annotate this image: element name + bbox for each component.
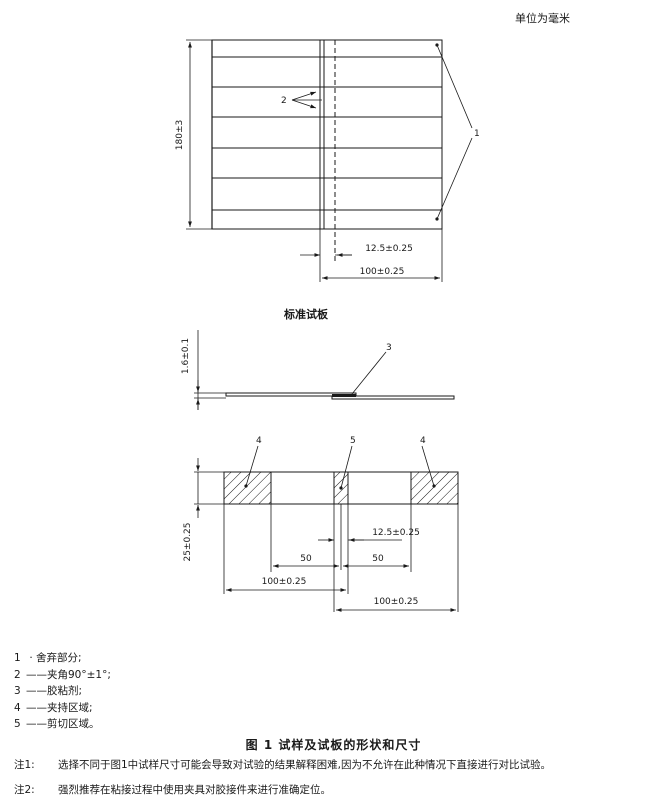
standard-panel-title: 标准试板 [283, 307, 329, 321]
notes: 注1: 选择不同于图1中试样尺寸可能会导致对试验的结果解释困难,因为不允许在此种… [14, 757, 654, 798]
legend-item: 2——夹角90°±1°; [14, 668, 111, 681]
dim-overlap-label: 12.5±0.25 [372, 528, 420, 538]
dim-50-right-label: 50 [372, 554, 384, 564]
callout-5: 5 [350, 436, 356, 446]
legend: 1 · 舍弃部分; 2——夹角90°±1°; 3——胶粘剂; 4——夹持区域; … [14, 650, 111, 733]
legend-item: 1 · 舍弃部分; [14, 652, 82, 664]
dim-width-label: 100±0.25 [360, 267, 405, 277]
grip-zone-right [410, 471, 459, 505]
callout-1: 1 [474, 129, 480, 139]
side-view [194, 330, 455, 410]
side-upper-plate [331, 395, 455, 400]
specimen-view [194, 445, 459, 612]
unit-note: 单位为毫米 [515, 12, 570, 25]
note-1: 注1: 选择不同于图1中试样尺寸可能会导致对试验的结果解释困难,因为不允许在此种… [14, 759, 552, 771]
callout-4-left: 4 [256, 436, 262, 446]
legend-item: 5——剪切区域。 [14, 718, 100, 730]
callout-3: 3 [386, 343, 392, 353]
specimen-cut-lines [212, 56, 442, 211]
panel-right-plate [319, 39, 443, 230]
dim-height-label: 180±3 [175, 120, 185, 150]
grip-zone-left [223, 471, 272, 505]
callout-2: 2 [281, 96, 287, 106]
dim-small-label: 12.5±0.25 [365, 244, 413, 254]
dim-specimen-height-label: 25±0.25 [183, 522, 193, 561]
dim-50-left-label: 50 [300, 554, 312, 564]
dim-thickness-label: 1.6±0.1 [181, 338, 191, 374]
dim-100-right-label: 100±0.25 [374, 597, 419, 607]
standard-panel-view [186, 39, 473, 282]
figure-caption: 图 1 试样及试板的形状和尺寸 [245, 738, 422, 752]
adhesive-layer [332, 394, 356, 397]
legend-item: 3——胶粘剂; [14, 685, 83, 697]
panel-left-plate [211, 39, 325, 230]
legend-item: 4——夹持区域; [14, 701, 93, 714]
callout-4-right: 4 [420, 436, 426, 446]
note-2: 注2: 强烈推荐在粘接过程中使用夹具对胶接件来进行准确定位。 [14, 784, 331, 796]
dim-100-left-label: 100±0.25 [262, 577, 307, 587]
